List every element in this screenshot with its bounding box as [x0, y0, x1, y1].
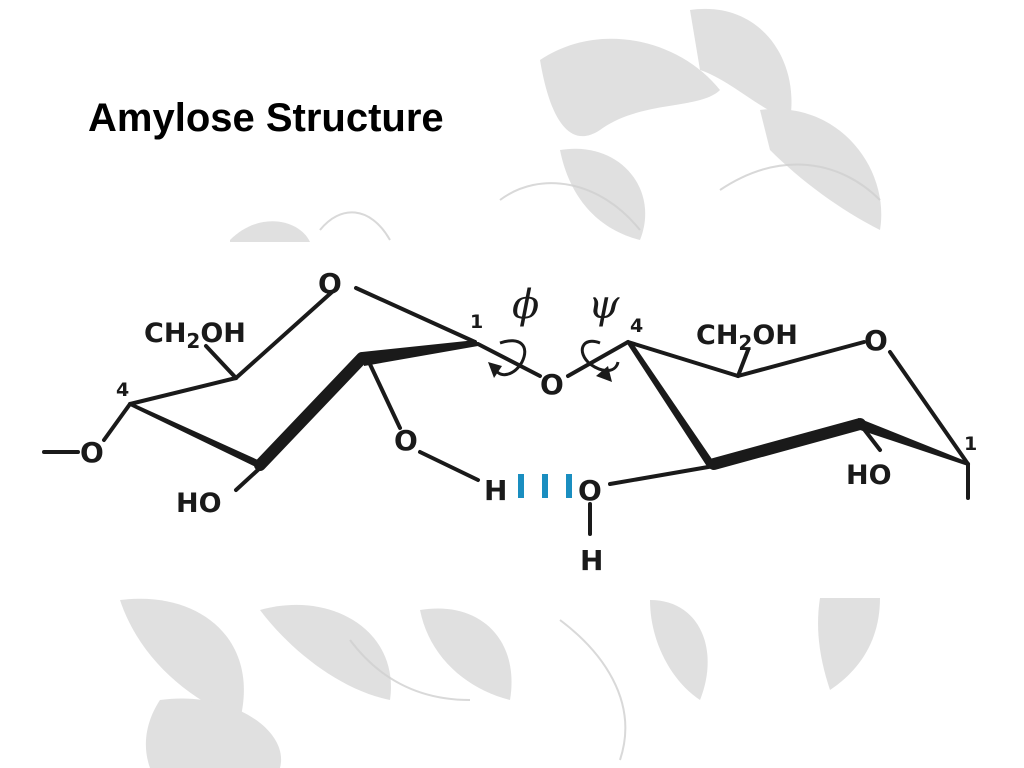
phi-symbol: ϕ [512, 282, 539, 328]
hbond-acceptor-oxygen: O [578, 474, 602, 507]
left-glucose-ring [42, 286, 542, 492]
left-ring-oxygen: O [318, 267, 342, 300]
left-o2-oxygen: O [394, 424, 418, 457]
glycosidic-oxygen: O [540, 368, 564, 401]
hbond-acceptor-h: H [580, 544, 603, 577]
right-glucose-ring [566, 340, 970, 536]
phi-arrowhead [488, 362, 502, 378]
right-c4-number: 4 [630, 315, 643, 337]
hydrogen-bond-dashes [518, 474, 572, 498]
hbond-donor-h: H [484, 474, 507, 507]
right-ho-label: HO [846, 460, 892, 491]
right-c1-number: 1 [964, 433, 977, 455]
left-c4-number: 4 [116, 379, 129, 401]
left-ch2oh-label: CH2OH [144, 318, 246, 353]
psi-symbol: ψ [588, 282, 620, 328]
left-link-oxygen: O [80, 436, 104, 469]
left-c1-number: 1 [470, 311, 483, 333]
phi-rotation-arrow [494, 339, 527, 377]
right-ring-oxygen: O [864, 324, 888, 357]
right-ch2oh-label: CH2OH [696, 320, 798, 355]
psi-arrowhead [596, 366, 612, 382]
left-ho-label: HO [176, 488, 222, 519]
slide-title: Amylose Structure [88, 96, 444, 140]
